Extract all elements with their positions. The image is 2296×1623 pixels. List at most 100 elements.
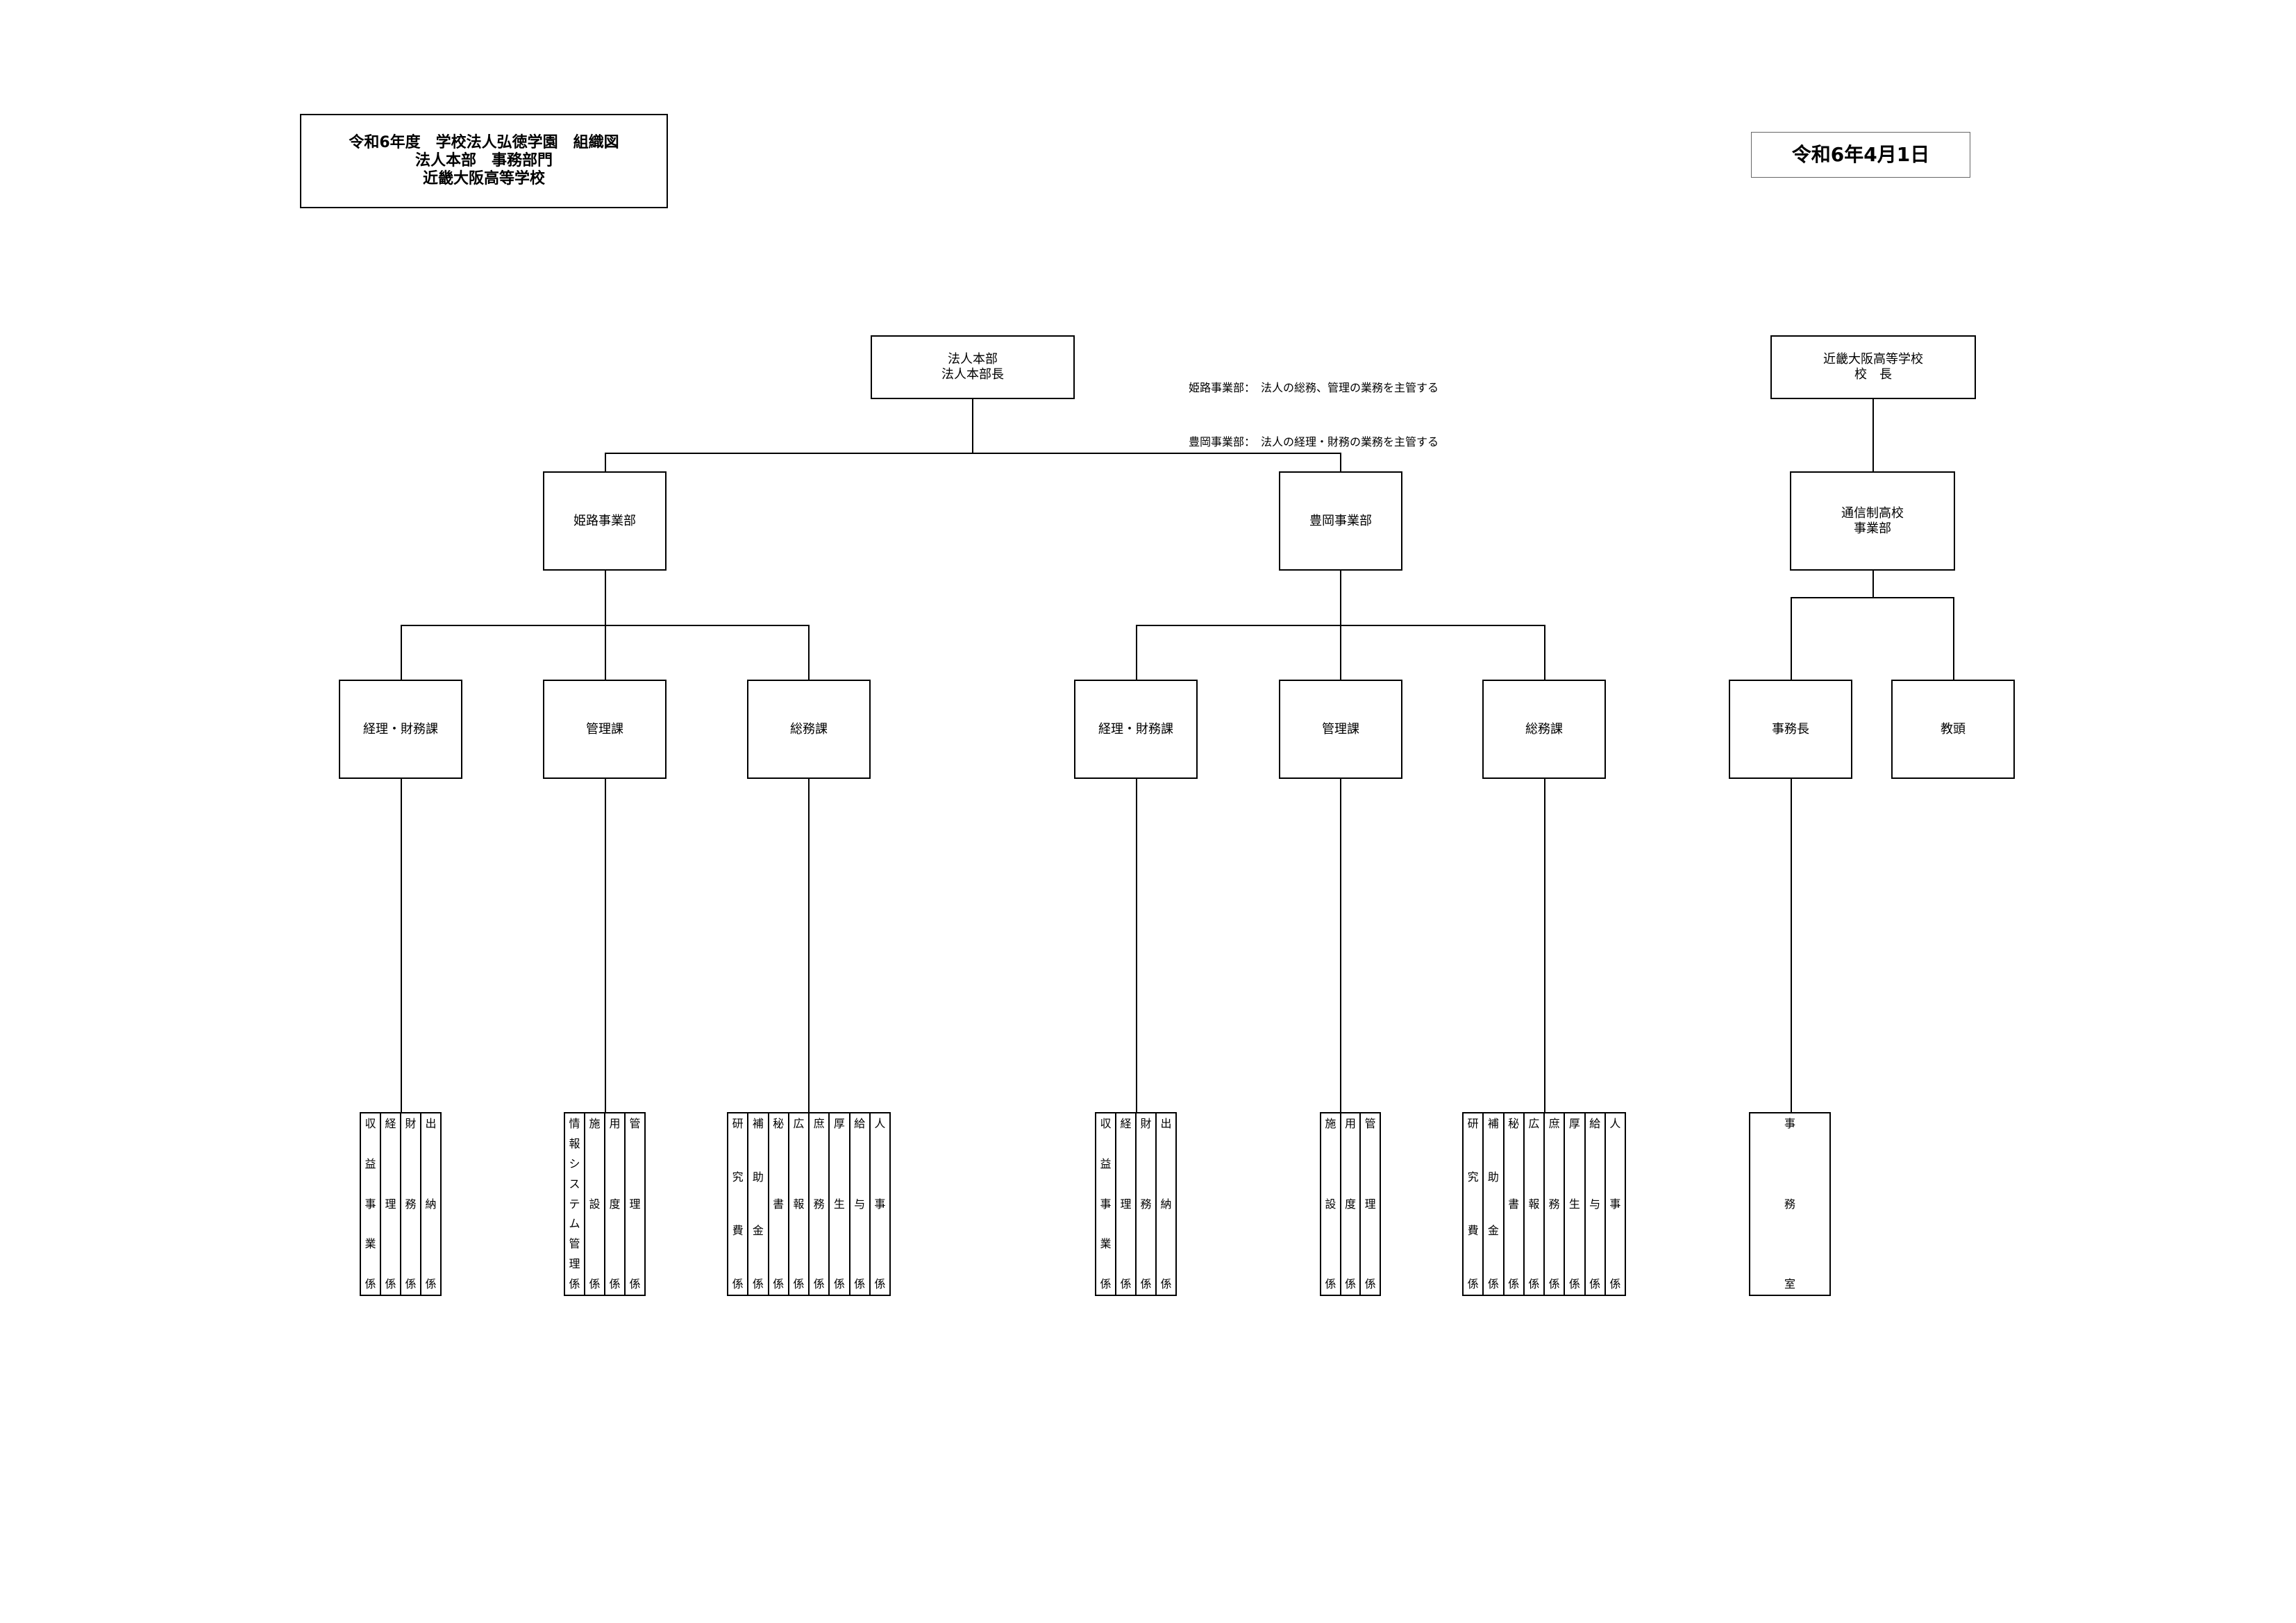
- date-box: 令和6年4月1日: [1751, 132, 1970, 178]
- group-char: 助: [752, 1170, 764, 1184]
- connector: [1340, 779, 1341, 1112]
- group-char: 係: [1548, 1277, 1560, 1290]
- group-char: 事: [874, 1197, 886, 1211]
- himeji-division-label: 姫路事業部: [573, 513, 636, 528]
- toyooka-accounting-groups: 収益事業係経理係財務係出納係: [1095, 1112, 1177, 1296]
- section-label: 総務課: [790, 721, 828, 737]
- group-char: 室: [1784, 1277, 1795, 1290]
- office-manager-box: 事務長: [1729, 680, 1852, 779]
- group-char: 事: [1100, 1197, 1112, 1211]
- tsushin-office-groups: 事務室: [1749, 1112, 1831, 1296]
- group-char: 金: [1487, 1224, 1499, 1237]
- group-column: 経理係: [1115, 1113, 1135, 1295]
- group-column: 給与係: [1584, 1113, 1604, 1295]
- connector: [1791, 779, 1792, 1112]
- himeji-management-groups: 情報システム管理係施設係用度係管理係: [564, 1112, 646, 1296]
- group-char: 務: [405, 1197, 417, 1211]
- group-char: 情: [569, 1117, 580, 1130]
- connector: [605, 453, 606, 471]
- group-char: 経: [385, 1117, 396, 1130]
- group-char: 係: [1508, 1277, 1520, 1290]
- group-char: 益: [364, 1157, 376, 1170]
- group-char: 財: [1140, 1117, 1152, 1130]
- group-column: 補助金係: [747, 1113, 767, 1295]
- group-char: 理: [569, 1257, 580, 1271]
- group-char: 係: [405, 1277, 417, 1290]
- note-himeji: 姫路事業部： 法人の総務、管理の業務を主管する: [1189, 381, 1439, 394]
- group-column: 経理係: [380, 1113, 400, 1295]
- title-line-1: 令和6年度 学校法人弘徳学園 組織図: [349, 134, 619, 151]
- group-char: 収: [364, 1117, 376, 1130]
- group-char: 務: [1140, 1197, 1152, 1211]
- group-char: 係: [732, 1277, 744, 1290]
- section-label: 事務長: [1772, 721, 1809, 737]
- group-column: 情報システム管理係: [565, 1113, 584, 1295]
- group-char: 係: [752, 1277, 764, 1290]
- group-char: 係: [1364, 1277, 1376, 1290]
- group-char: 研: [732, 1117, 744, 1130]
- group-column: 収益事業係: [1096, 1113, 1115, 1295]
- group-char: 係: [385, 1277, 396, 1290]
- note-toyooka: 豊岡事業部： 法人の経理・財務の業務を主管する: [1189, 435, 1439, 448]
- group-column: 庶務係: [1543, 1113, 1564, 1295]
- group-char: 人: [874, 1117, 886, 1130]
- group-char: 係: [1528, 1277, 1540, 1290]
- group-char: 施: [589, 1117, 601, 1130]
- group-char: 庶: [813, 1117, 825, 1130]
- title-line-3: 近畿大阪高等学校: [422, 170, 545, 187]
- connector: [972, 399, 973, 453]
- group-char: 書: [773, 1197, 785, 1211]
- section-label: 管理課: [1322, 721, 1359, 737]
- group-char: 係: [425, 1277, 437, 1290]
- group-char: 補: [1487, 1117, 1499, 1130]
- group-char: 究: [1467, 1170, 1479, 1184]
- group-column: 収益事業係: [361, 1113, 380, 1295]
- group-char: 理: [1364, 1197, 1376, 1211]
- group-column: 施設係: [1321, 1113, 1340, 1295]
- toyooka-accounting-section: 経理・財務課: [1074, 680, 1198, 779]
- himeji-accounting-groups: 収益事業係経理係財務係出納係: [360, 1112, 442, 1296]
- group-char: 係: [364, 1277, 376, 1290]
- group-char: 納: [1160, 1197, 1172, 1211]
- group-char: 係: [1589, 1277, 1601, 1290]
- group-char: 事: [364, 1197, 376, 1211]
- group-column: 管理係: [624, 1113, 644, 1295]
- group-char: 管: [629, 1117, 641, 1130]
- group-char: 係: [854, 1277, 866, 1290]
- connector: [401, 625, 402, 680]
- group-char: 究: [732, 1170, 744, 1184]
- group-char: 秘: [1508, 1117, 1520, 1130]
- group-char: 事: [1609, 1197, 1621, 1211]
- group-char: 納: [425, 1197, 437, 1211]
- school-box: 近畿大阪高等学校 校 長: [1770, 335, 1976, 399]
- group-char: 費: [732, 1224, 744, 1237]
- section-label: 経理・財務課: [363, 721, 438, 737]
- group-column: 管理係: [1359, 1113, 1380, 1295]
- group-column: 用度係: [1339, 1113, 1360, 1295]
- group-char: 書: [1508, 1197, 1520, 1211]
- group-char: 係: [1140, 1277, 1152, 1290]
- group-char: 務: [1548, 1197, 1560, 1211]
- group-char: 係: [1568, 1277, 1580, 1290]
- group-char: 度: [609, 1197, 621, 1211]
- document-title: 令和6年度 学校法人弘徳学園 組織図 法人本部 事務部門 近畿大阪高等学校: [300, 114, 668, 208]
- group-char: 係: [773, 1277, 785, 1290]
- group-char: 務: [813, 1197, 825, 1211]
- himeji-management-section: 管理課: [543, 680, 667, 779]
- group-char: 理: [1120, 1197, 1132, 1211]
- group-char: 厚: [1568, 1117, 1580, 1130]
- group-column: 広報係: [787, 1113, 808, 1295]
- toyooka-management-section: 管理課: [1279, 680, 1402, 779]
- group-char: 係: [629, 1277, 641, 1290]
- section-label: 経理・財務課: [1098, 721, 1173, 737]
- toyooka-management-groups: 施設係用度係管理係: [1320, 1112, 1381, 1296]
- date-text: 令和6年4月1日: [1791, 143, 1930, 166]
- group-column: 補助金係: [1482, 1113, 1502, 1295]
- group-column: 施設係: [584, 1113, 604, 1295]
- group-char: 係: [833, 1277, 845, 1290]
- group-char: 金: [752, 1224, 764, 1237]
- group-char: 事: [1784, 1117, 1795, 1130]
- group-char: 与: [1589, 1197, 1601, 1211]
- group-column: 厚生係: [828, 1113, 848, 1295]
- group-char: 用: [1345, 1117, 1357, 1130]
